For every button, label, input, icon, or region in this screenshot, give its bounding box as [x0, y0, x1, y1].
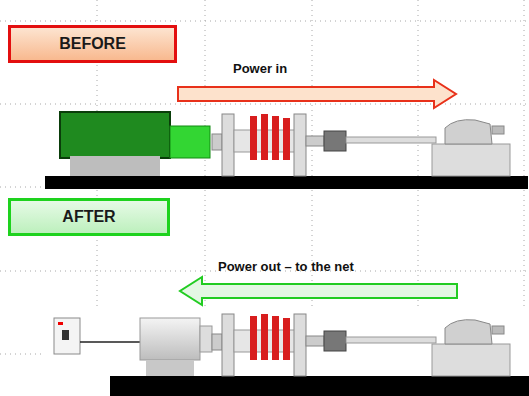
power-in-arrow [178, 80, 456, 108]
box-label: AFTER [62, 208, 115, 226]
arrow-label: Power in [233, 61, 287, 76]
power-out-arrow [180, 277, 457, 305]
box-label: BEFORE [59, 35, 126, 53]
machine-after [42, 307, 529, 396]
arrow-label: Power out – to the net [218, 259, 354, 274]
machine-before [45, 112, 528, 189]
after-box: AFTER [8, 198, 170, 236]
before-box: BEFORE [8, 25, 177, 63]
